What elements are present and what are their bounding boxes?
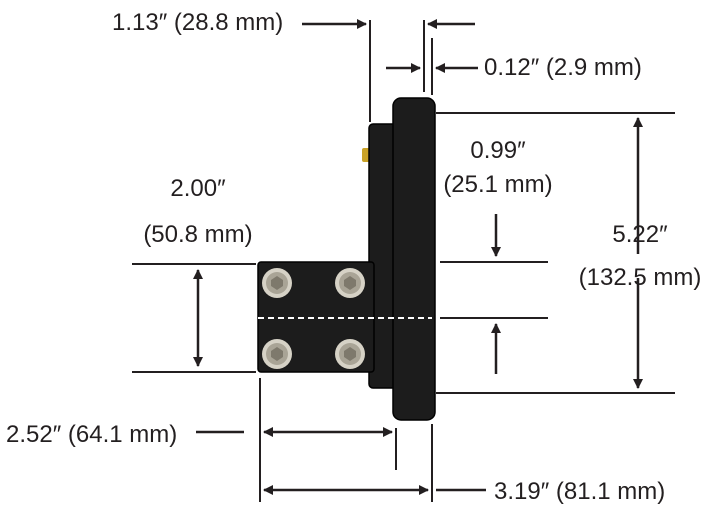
- overall-depth-label: 3.19″ (81.1 mm): [494, 478, 665, 505]
- dimension-labels: 1.13″ (28.8 mm) 0.12″ (2.9 mm) 0.99″ (25…: [6, 9, 701, 505]
- gap-label-line2: (25.1 mm): [443, 171, 552, 198]
- gold-tab: [362, 148, 370, 162]
- height-label-line1: 5.22″: [612, 221, 668, 248]
- back-depth-label: 1.13″ (28.8 mm): [112, 9, 283, 36]
- fixture-body: [257, 97, 436, 421]
- block-height-label-line1: 2.00″: [170, 175, 226, 202]
- extension-lines: [132, 20, 675, 502]
- height-label-line2: (132.5 mm): [579, 264, 702, 291]
- block-depth-label: 2.52″ (64.1 mm): [6, 421, 177, 448]
- dimension-lines: [193, 19, 643, 495]
- hex-socket-bolt-icon: [335, 268, 365, 298]
- block-height-label-line2: (50.8 mm): [143, 221, 252, 248]
- gap-label-line1: 0.99″: [470, 137, 526, 164]
- hex-socket-bolt-icon: [335, 339, 365, 369]
- front-flange: [392, 97, 436, 421]
- hex-socket-bolt-icon: [262, 339, 292, 369]
- flange-thickness-label: 0.12″ (2.9 mm): [484, 54, 642, 81]
- hex-socket-bolt-icon: [262, 268, 292, 298]
